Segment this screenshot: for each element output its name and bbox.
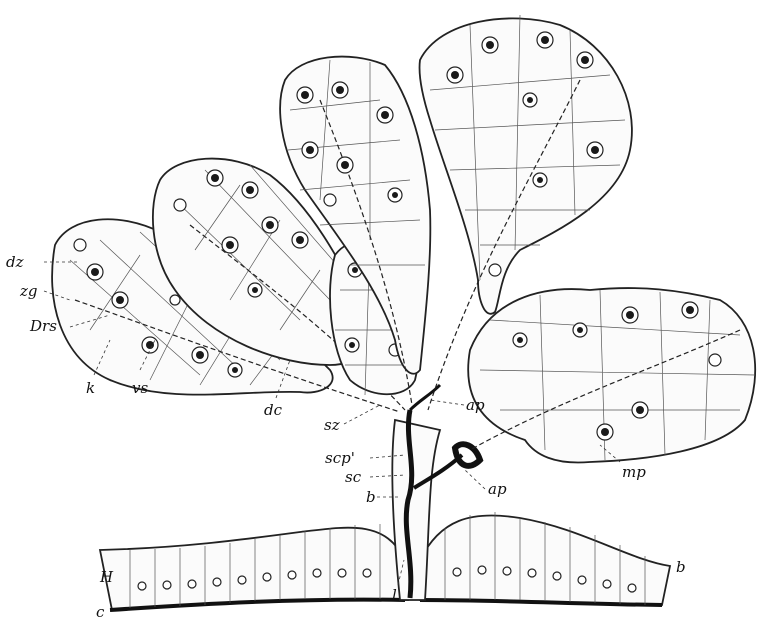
label-scp: scp' bbox=[325, 449, 355, 467]
label-k: k bbox=[86, 379, 95, 397]
label-ap-upper: ap bbox=[466, 396, 485, 414]
label-b-left: b bbox=[366, 488, 376, 506]
label-l: l bbox=[392, 586, 397, 604]
gland-lobe-right bbox=[468, 288, 755, 462]
label-sz: sz bbox=[324, 416, 340, 434]
label-ap-lower: ap bbox=[488, 480, 507, 498]
label-dc: dc bbox=[264, 401, 283, 419]
label-vs: vs bbox=[132, 379, 148, 397]
label-h: H bbox=[99, 568, 114, 586]
label-drs: Drs bbox=[29, 317, 57, 335]
epithelium-layer bbox=[100, 512, 670, 610]
label-b-right: b bbox=[676, 558, 686, 576]
label-zg: zg bbox=[19, 282, 38, 300]
label-mp: mp bbox=[622, 463, 646, 481]
label-sc: sc bbox=[345, 468, 362, 486]
label-c: c bbox=[96, 603, 105, 621]
label-dz: dz bbox=[6, 253, 24, 271]
